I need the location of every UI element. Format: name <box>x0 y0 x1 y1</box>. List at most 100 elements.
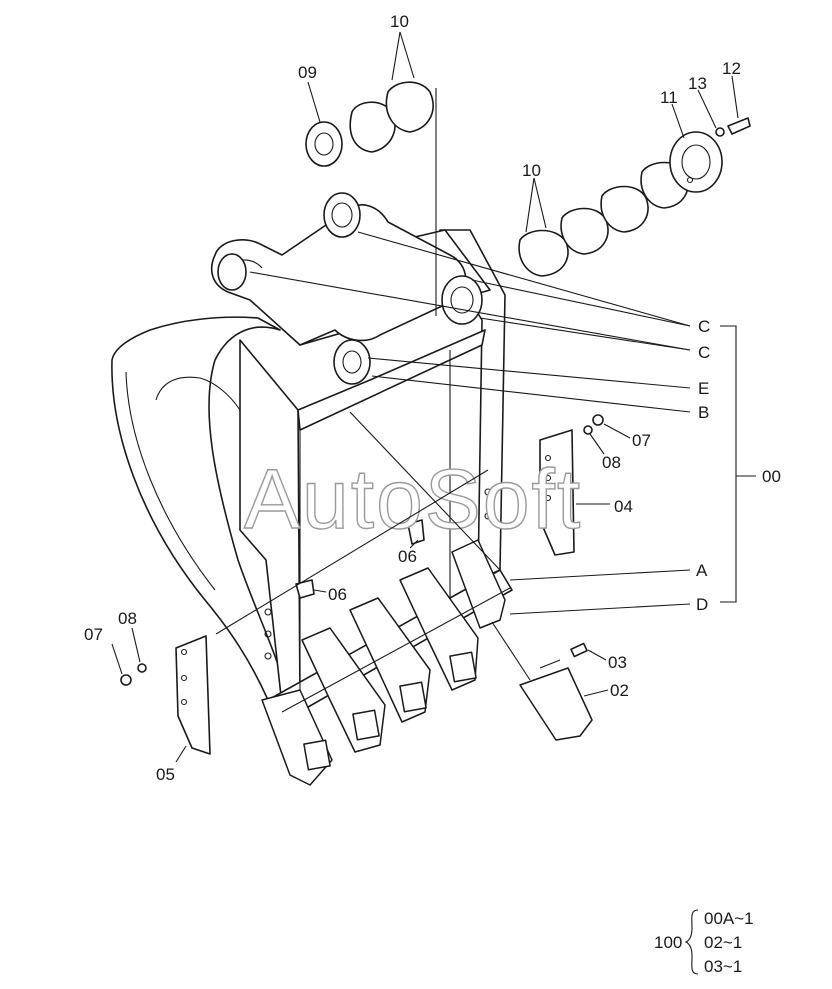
pin-boss-right <box>441 275 483 325</box>
part-13-washer <box>715 127 725 137</box>
leader-07b <box>603 423 631 439</box>
callout-04: 04 <box>614 497 633 516</box>
part-06-bolt-upper <box>407 519 425 545</box>
callout-E: E <box>698 379 709 398</box>
part-11-hole <box>686 176 694 184</box>
leader-06a <box>409 539 419 549</box>
leader-B <box>371 375 691 413</box>
callout-08-left: 08 <box>118 609 137 628</box>
plate-hole-5 <box>484 512 492 520</box>
leader-10a-2 <box>399 31 415 79</box>
leader-13 <box>697 89 717 129</box>
leader-12 <box>731 75 739 119</box>
part-10-shim-3 <box>518 229 569 277</box>
part-10-shim-4 <box>560 207 609 255</box>
callout-07-right: 07 <box>632 431 651 450</box>
callout-labels: 10 09 12 13 11 10 C C E B 07 08 00 04 06… <box>84 12 781 784</box>
watermark-text: AutoSoft <box>244 452 582 546</box>
adapter-line <box>281 587 511 713</box>
callout-B: B <box>698 403 709 422</box>
callout-D: D <box>696 595 708 614</box>
part-07-nut-left <box>120 674 132 686</box>
callout-10-lower: 10 <box>522 161 541 180</box>
part-10-shim-1 <box>349 101 396 153</box>
assembly-brace <box>684 909 699 975</box>
leader-03 <box>587 649 607 661</box>
callout-07-left: 07 <box>84 625 103 644</box>
shell-edge-line <box>125 371 216 591</box>
leader-10a-1 <box>391 31 401 81</box>
leader-05 <box>175 745 187 763</box>
cutter-05-hole-2 <box>180 674 188 682</box>
cutter-05-hole-3 <box>180 698 188 706</box>
callout-A: A <box>696 561 708 580</box>
pin-boss-left-upper <box>217 253 247 291</box>
plate-hole-1 <box>264 608 272 616</box>
shim-ring-set-lower <box>518 131 723 277</box>
tooth-4-tip <box>449 651 477 683</box>
pin-boss-top-bore <box>331 202 353 228</box>
lower-link-plate <box>297 329 486 431</box>
leader-07a <box>111 643 123 675</box>
callout-10-upper: 10 <box>390 12 409 31</box>
cutter-04-hole-1 <box>544 454 552 462</box>
leader-09 <box>307 81 321 123</box>
leader-00-bracket <box>720 325 737 603</box>
leader-C1 <box>357 231 691 327</box>
part-02-tooth-point <box>519 667 593 741</box>
leader-C2b <box>479 317 691 351</box>
plate-hole-2 <box>264 630 272 638</box>
part-11-plate <box>669 131 723 193</box>
cutter-04-hole-3 <box>544 494 552 502</box>
pin-boss-top <box>323 192 361 238</box>
callout-00: 00 <box>762 467 781 486</box>
part-03-pin <box>570 642 588 658</box>
callout-C-second: C <box>698 343 710 362</box>
leader-02 <box>583 689 609 697</box>
part-11-plate-bore <box>681 144 711 180</box>
leader-C2 <box>249 271 691 351</box>
bucket-body <box>111 192 513 723</box>
assembly-item-2: 02~1 <box>704 933 742 952</box>
part-12-bolt <box>727 117 751 135</box>
leader-08b <box>589 433 605 455</box>
leader-06b <box>313 589 327 593</box>
leader-C1b <box>471 279 691 327</box>
tooth-3-tip <box>399 681 427 713</box>
callout-09: 09 <box>298 63 317 82</box>
shell-opening <box>155 376 241 411</box>
part-08-washer-left <box>137 663 147 673</box>
part-02-top-edge <box>539 659 561 669</box>
leader-11 <box>671 103 685 139</box>
leader-10b-1 <box>525 177 535 233</box>
plate-hole-4 <box>484 488 492 496</box>
tooth-2-tip <box>352 709 380 741</box>
pin-boss-middle <box>333 339 371 385</box>
leader-A <box>509 569 691 581</box>
callout-03: 03 <box>608 653 627 672</box>
callout-12: 12 <box>722 59 741 78</box>
assembly-number: 100 <box>654 933 682 952</box>
assembly-item-3: 03~1 <box>704 957 742 976</box>
leader-inner-diagonal <box>349 411 501 571</box>
cutter-05-hole-1 <box>180 648 188 656</box>
part-05-side-cutter <box>175 635 211 755</box>
cutter-04-hole-2 <box>544 474 552 482</box>
assembly-note: 100 00A~1 02~1 03~1 <box>654 909 754 976</box>
pin-boss-right-bore <box>450 286 474 314</box>
tooth-1-tip <box>303 739 331 771</box>
leader-10b-2 <box>533 177 547 229</box>
part-09-seal <box>305 121 343 167</box>
part-09-seal-bore <box>314 132 334 156</box>
callout-06-upper: 06 <box>398 547 417 566</box>
part-07-nut-right <box>592 414 604 426</box>
tooth-explode-line <box>491 621 531 681</box>
shim-ring-set-upper <box>305 81 434 167</box>
callout-11: 11 <box>660 88 678 107</box>
leader-08a <box>131 627 141 663</box>
part-10-shim-5 <box>600 185 649 233</box>
bucket-shell <box>111 316 291 706</box>
plate-hole-3 <box>264 652 272 660</box>
